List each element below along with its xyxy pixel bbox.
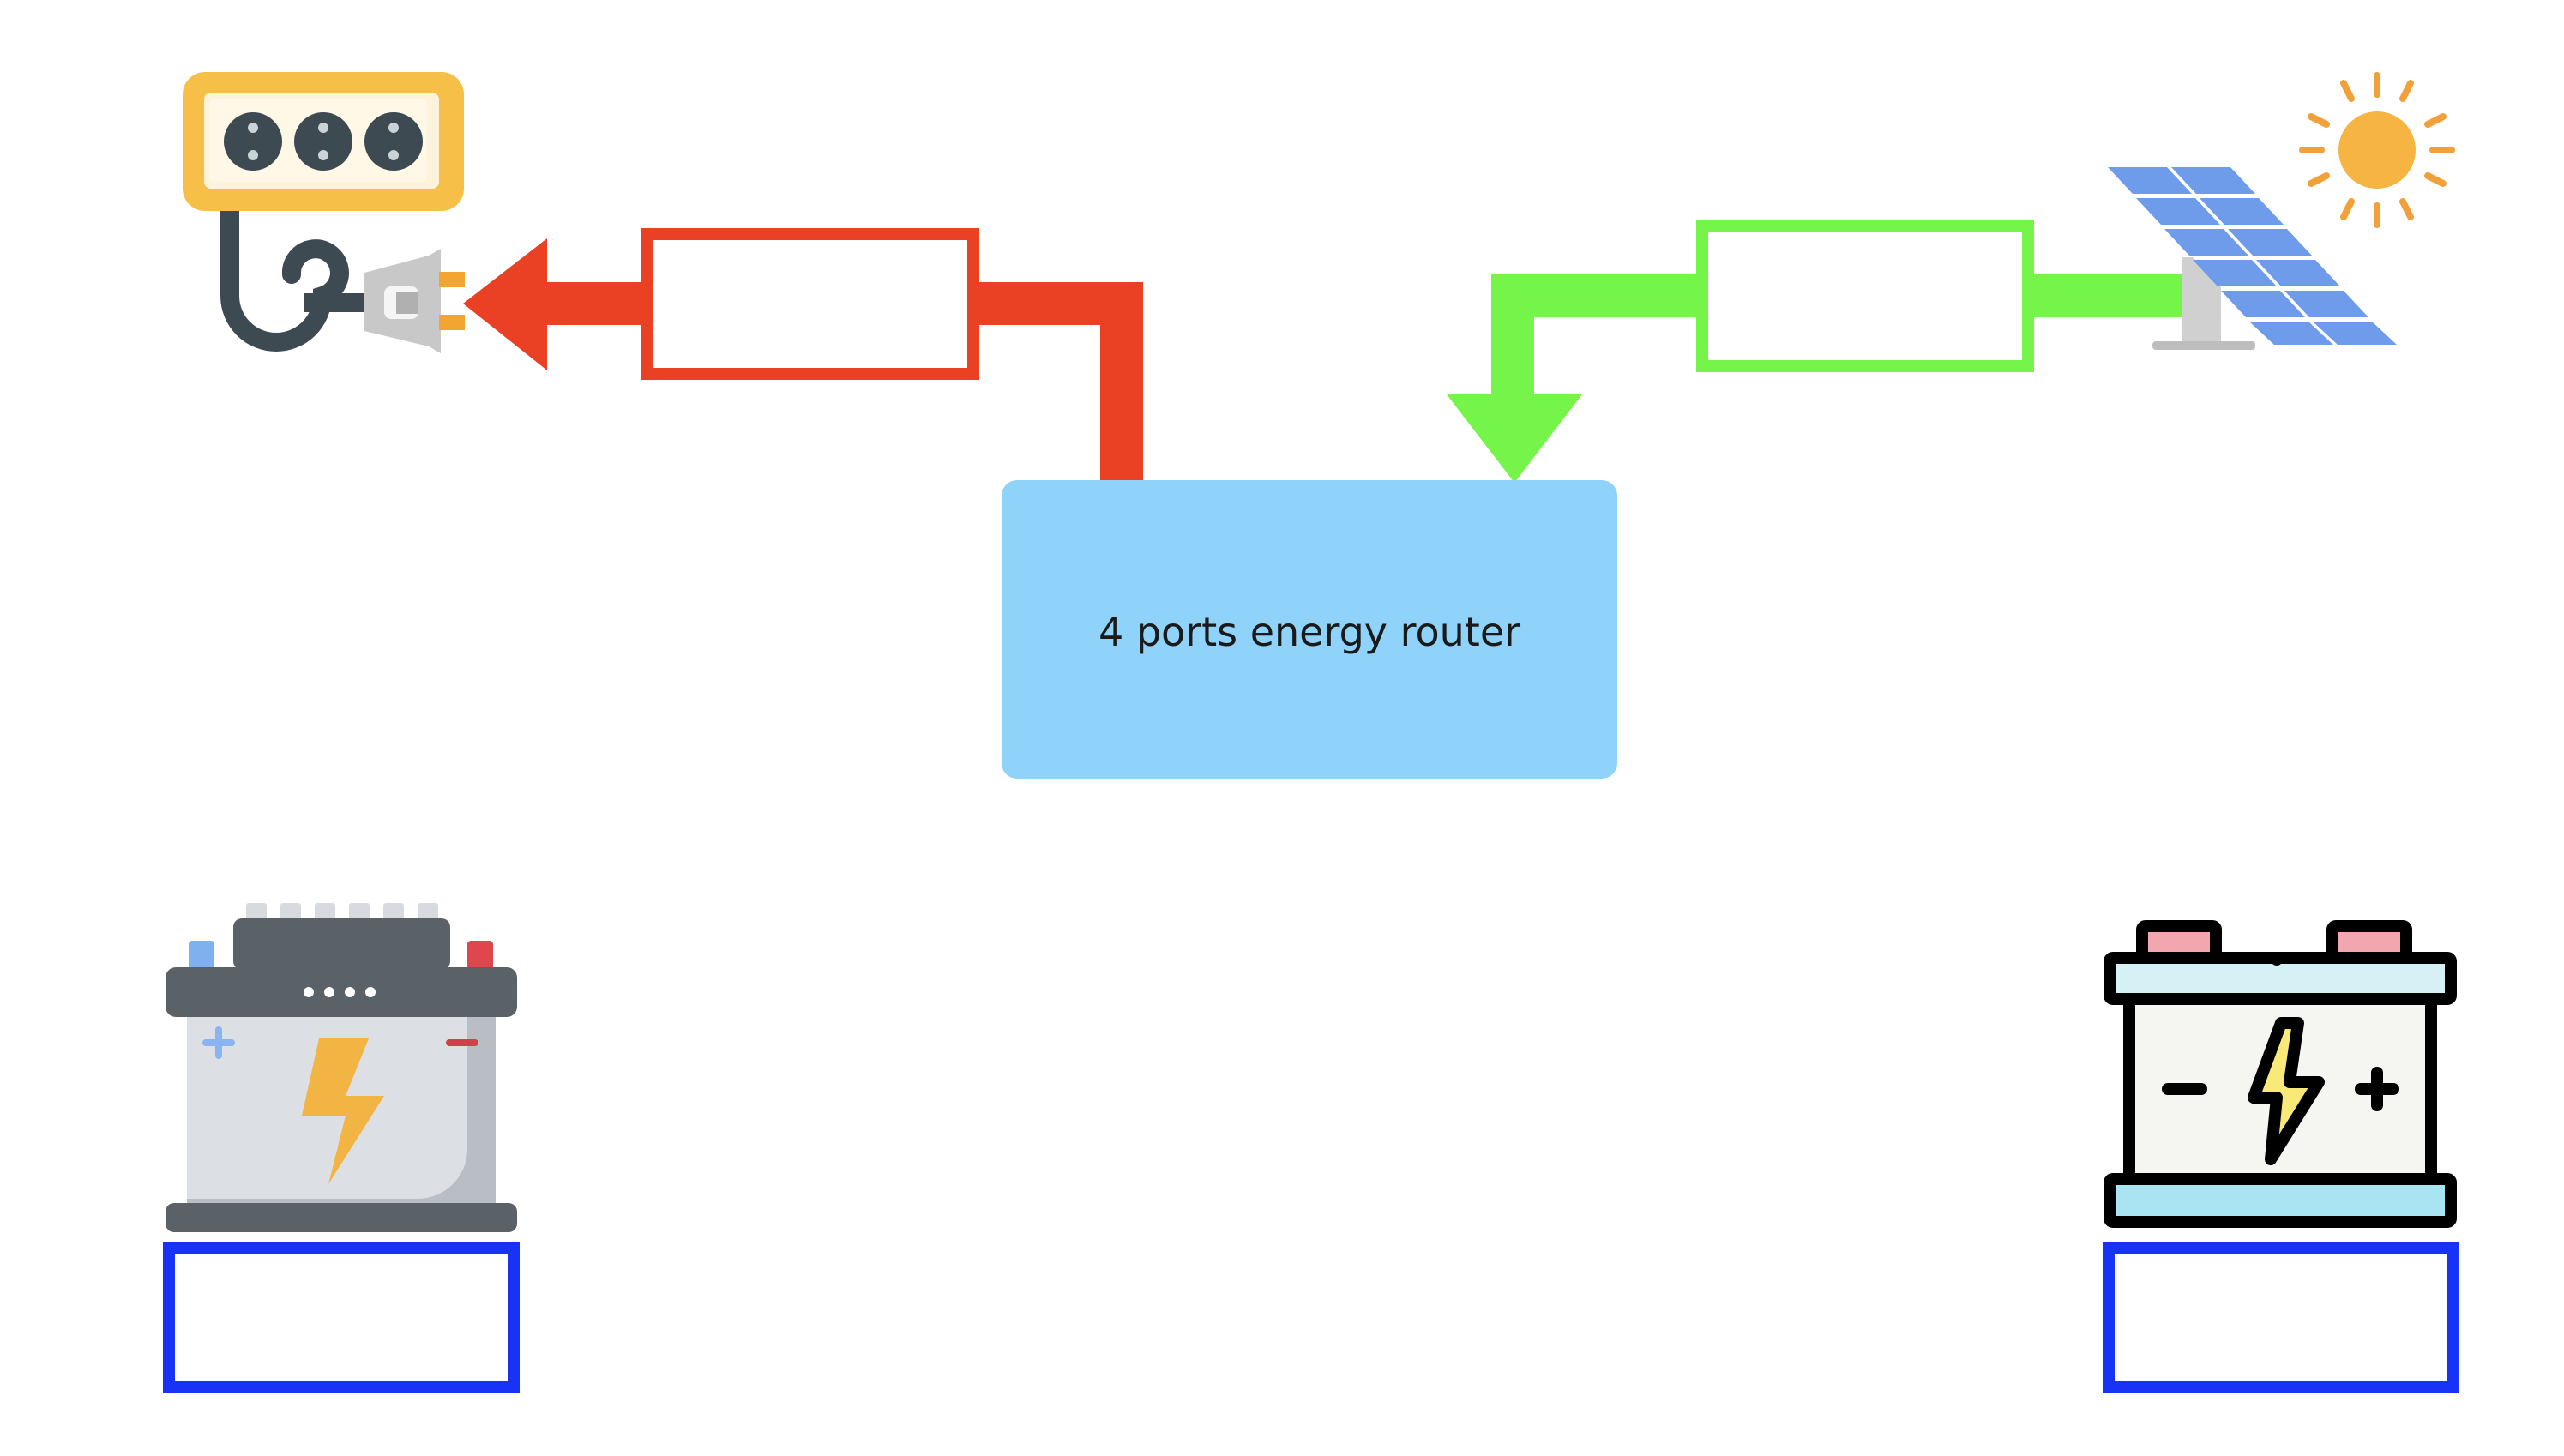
- router-label: 4 ports energy router: [1098, 609, 1520, 655]
- battery-outline-icon: [2104, 920, 2457, 1228]
- router-box: [1002, 480, 1617, 779]
- car-battery-icon: [166, 903, 517, 1232]
- green-arrow-head: [1447, 394, 1582, 483]
- solar-value-box: [1696, 220, 2034, 372]
- red-connector-line: [976, 282, 1143, 482]
- red-arrow-head: [463, 238, 547, 370]
- green-connector-line: [1491, 274, 1700, 401]
- energy-router: 4 ports energy router: [1002, 480, 1617, 779]
- grid-value-box: [641, 228, 979, 380]
- solar-panel-sun-icon: [2105, 72, 2455, 350]
- sun-icon: [2299, 72, 2455, 228]
- battery-right-value-box: [2103, 1242, 2459, 1393]
- solar-input-flow: [1447, 220, 2191, 483]
- battery-right-port: [2103, 1242, 2459, 1393]
- battery-left-port: [163, 1242, 520, 1393]
- power-strip-plug-icon: [183, 72, 465, 353]
- battery-left-value-box: [163, 1242, 520, 1393]
- grid-output-flow: [463, 228, 1143, 482]
- battery-dot: [2271, 954, 2283, 966]
